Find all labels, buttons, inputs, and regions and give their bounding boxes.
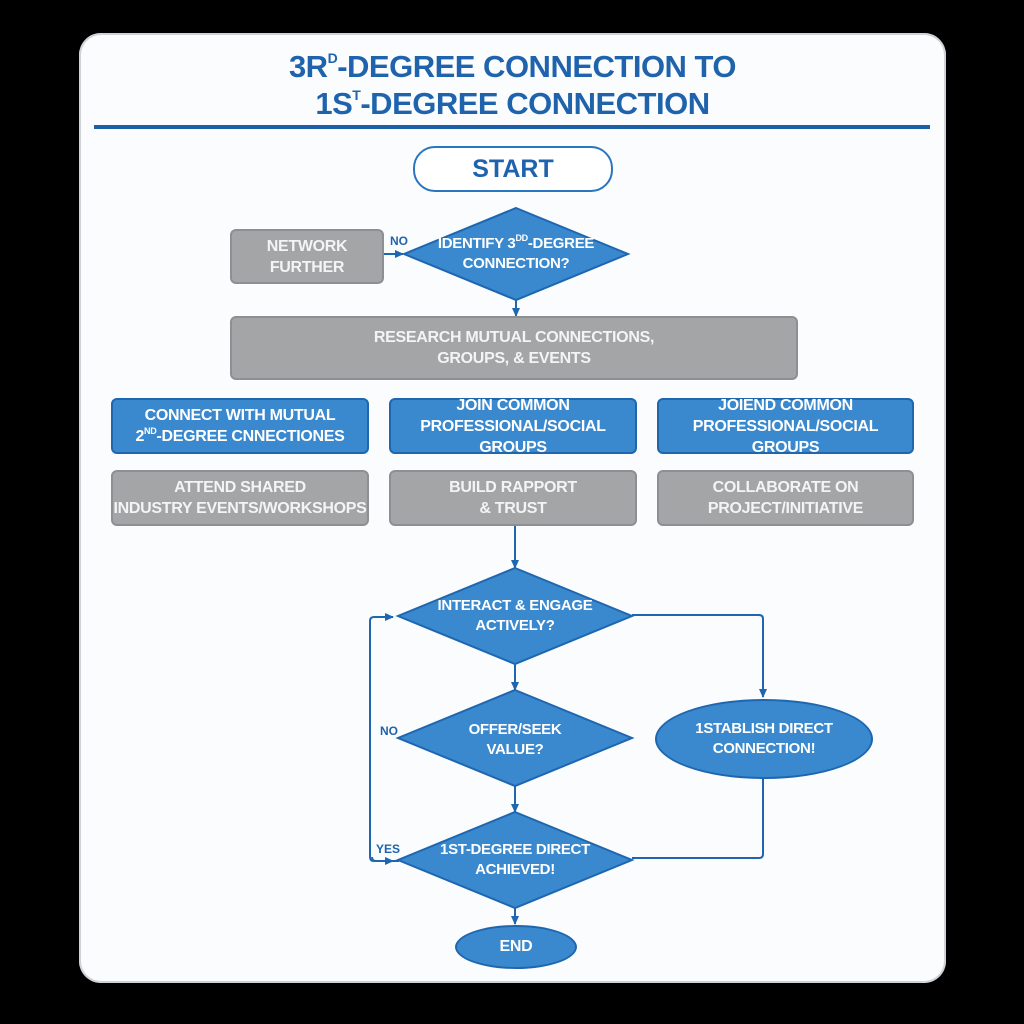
decision-offer-line-1: OFFER/SEEK [468,721,562,738]
decision-achieved[interactable]: 1ST-DEGREE DIRECT ACHIEVED! [420,838,610,882]
process-build-rapport[interactable]: BUILD RAPPORT & TRUST [389,470,637,526]
build-rapport-line-1: BUILD RAPPORT [449,479,577,496]
joiend-common-line-1: JOIEND COMMON [718,396,853,414]
edge-label-no-offer: NO [380,724,398,738]
decision-identify-line-1: IDENTIFY 3DD-DEGREE [437,233,595,253]
network-further-line-2: FURTHER [269,258,345,276]
process-collaborate[interactable]: COLLABORATE ON PROJECT/INITIATIVE [657,470,914,526]
process-connect-mutual[interactable]: CONNECT WITH MUTUAL 2ND-DEGREE CNNECTION… [111,398,369,454]
edge-interact-to-establish [632,614,767,698]
connect-mutual-line-2: 2ND-DEGREE CNNECTIONES [135,426,345,446]
network-further-line-1: NETWORK [266,237,348,255]
edge-left-loop-to-achieved [371,856,394,865]
process-join-common[interactable]: JOIN COMMON PROFESSIONAL/SOCIAL GROUPS [389,396,637,456]
establish-line-1: 1STABLISH DIRECT [695,720,833,737]
decision-identify-shape [401,206,631,302]
decision-interact[interactable]: INTERACT & ENGAGE ACTIVELY? [420,594,610,638]
attend-events-line-2: INDUSTRY EVENTS/WORKSHOPS [113,500,367,517]
process-research[interactable]: RESEARCH MUTUAL CONNECTIONS, GROUPS, & E… [230,316,798,380]
process-network-further[interactable]: NETWORK FURTHER [230,229,384,284]
decision-offer[interactable]: OFFER/SEEK VALUE? [420,718,610,762]
decision-interact-shape [395,566,635,666]
joiend-common-line-2: PROFESSIONAL/SOCIAL GROUPS [692,417,879,456]
decision-achieved-line-1: 1ST-DEGREE DIRECT [440,841,590,858]
terminal-establish[interactable]: 1STABLISH DIRECT CONNECTION! [655,699,873,779]
research-line-2: GROUPS, & EVENTS [437,350,591,367]
join-common-line-1: JOIN COMMON [456,396,570,414]
decision-achieved-line-2: ACHIEVED! [475,861,555,878]
start-terminal[interactable]: START [413,146,613,192]
decision-offer-shape [395,688,635,788]
collaborate-line-2: PROJECT/INITIATIVE [707,500,864,517]
start-label: START [472,154,554,183]
edge-establish-to-achieved [632,778,764,859]
title-line-1: 3RD-DEGREE CONNECTION TO [288,49,737,84]
attend-events-line-1: ATTEND SHARED [174,479,306,496]
title-divider [94,125,930,129]
research-line-1: RESEARCH MUTUAL CONNECTIONS, [373,329,655,346]
terminal-end[interactable]: END [455,925,577,969]
title-line-2: 1ST-DEGREE CONNECTION [315,86,710,121]
edge-label-no-network: NO [390,234,408,248]
build-rapport-line-2: & TRUST [479,500,547,517]
process-attend-events[interactable]: ATTEND SHARED INDUSTRY EVENTS/WORKSHOPS [111,470,369,526]
decision-identify-line-2: CONNECTION? [462,255,570,272]
decision-achieved-shape [395,810,635,910]
decision-interact-line-2: ACTIVELY? [475,617,555,634]
establish-line-2: CONNECTION! [712,740,816,757]
end-label: END [499,938,533,955]
collaborate-line-1: COLLABORATE ON [712,479,859,496]
process-joiend-common[interactable]: JOIEND COMMON PROFESSIONAL/SOCIAL GROUPS [657,396,914,456]
edge-left-loop-to-interact [369,613,399,862]
join-common-line-2: PROFESSIONAL/SOCIAL GROUPS [420,417,606,456]
decision-interact-line-1: INTERACT & ENGAGE [437,597,593,614]
diagram-title: 3RD-DEGREE CONNECTION TO 1ST-DEGREE CONN… [79,48,946,122]
decision-offer-line-2: VALUE? [486,741,544,758]
decision-identify[interactable]: IDENTIFY 3DD-DEGREE CONNECTION? [420,232,612,276]
connect-mutual-line-1: CONNECT WITH MUTUAL [144,407,336,424]
edge-label-yes-achieved: YES [376,842,401,856]
